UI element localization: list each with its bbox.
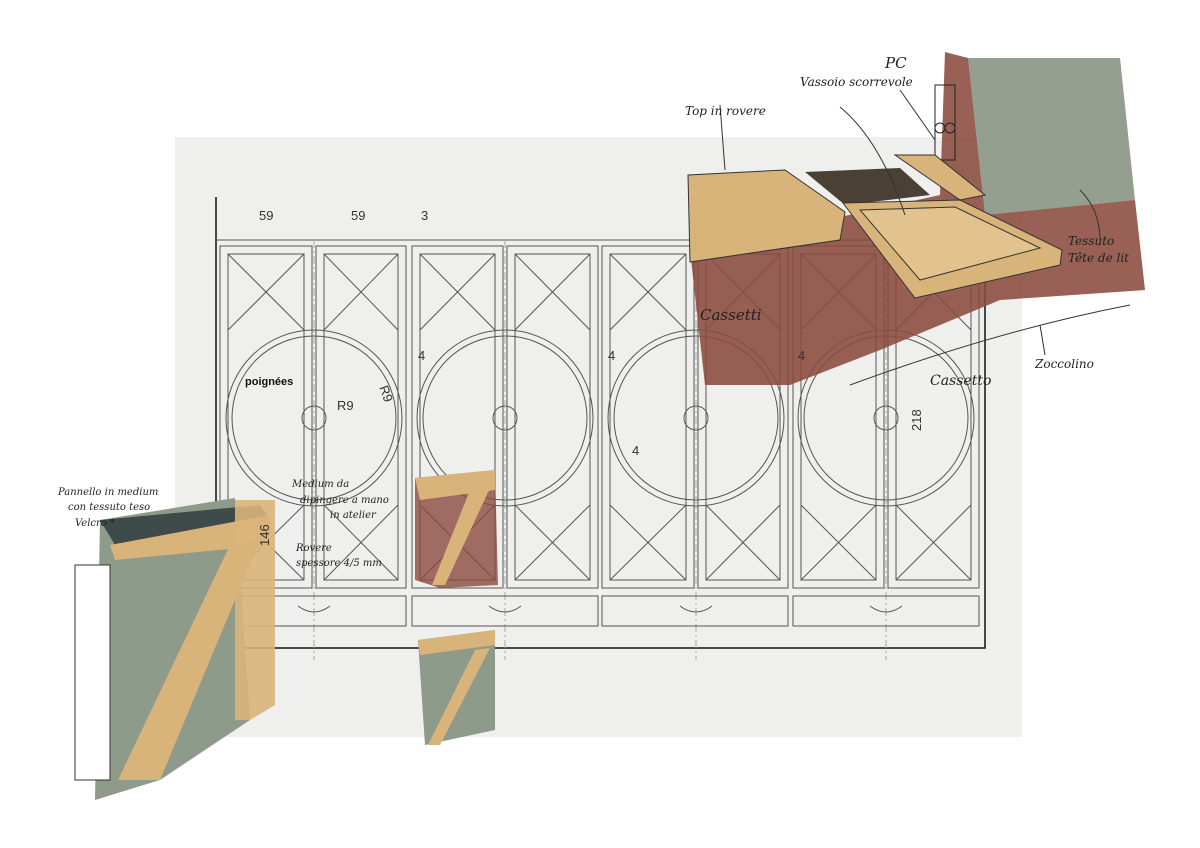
door-panel (323, 253, 399, 581)
oak-top (687, 169, 846, 263)
drawer-handle (869, 605, 903, 613)
oak-rail (893, 154, 987, 201)
plinth-sample-top (418, 630, 495, 655)
note-oak: Rovere (295, 543, 332, 554)
door (315, 245, 407, 589)
tray-bottom (858, 206, 1042, 281)
sample-diagonal (432, 488, 490, 585)
note-top: Top in rovere (685, 104, 766, 118)
dim-door-width: 59 (259, 208, 273, 223)
drawer (601, 595, 789, 627)
cabinet-outline (215, 197, 986, 649)
door-panel (514, 253, 591, 581)
door-brace (323, 504, 399, 581)
note-panel: Pannello in medium (57, 487, 158, 498)
note-fabric: Tête de lit (1068, 251, 1129, 265)
dim-height-total: 218 (909, 409, 924, 431)
drawer-handle (679, 605, 713, 613)
panel-detail-sketch (74, 470, 498, 800)
dim-spacing: 4 (608, 348, 615, 363)
dim-gap: 3 (421, 208, 428, 223)
note-fabric: Tessuto (1068, 234, 1114, 248)
note-drawer: Cassetto (930, 373, 991, 389)
door (411, 245, 504, 589)
note-drawers: Cassetti (700, 306, 762, 324)
panel-edge (100, 505, 270, 545)
note-panel: con tessuto teso (68, 502, 150, 513)
note-medium: dipingere a mano (300, 495, 389, 506)
note-panel: Velcro * (75, 518, 115, 529)
label-handles: poignées (245, 376, 293, 388)
door-brace (514, 504, 591, 581)
drawer-handle (297, 605, 331, 613)
dim-spacing: 4 (418, 348, 425, 363)
socket-icon (944, 122, 956, 134)
fabric-panel (95, 498, 250, 800)
door-brace (419, 253, 496, 331)
note-oak: spessore 4/5 mm (296, 558, 382, 569)
dim-height-door: 146 (257, 524, 272, 546)
tray-cavity (805, 168, 930, 205)
dim-door-width: 59 (351, 208, 365, 223)
note-tray: Vassoio scorrevole (800, 75, 913, 89)
drawer (792, 595, 980, 627)
headboard-fabric (968, 58, 1135, 215)
door-brace (323, 253, 399, 331)
note-medium: Medium da (291, 479, 349, 490)
pc-socket (934, 84, 956, 161)
door-brace (227, 253, 305, 331)
note-plinth: Zoccolino (1034, 357, 1094, 371)
door (601, 245, 695, 589)
door-circle (607, 329, 785, 507)
door-brace (609, 253, 687, 331)
dim-radius: R9 (376, 383, 396, 404)
dim-radius: R9 (337, 398, 354, 413)
door-brace (514, 253, 591, 331)
door-brace (705, 504, 781, 581)
oak-diagonal (118, 540, 260, 780)
dim-diagonal: 4 (632, 443, 639, 458)
door-brace (800, 504, 877, 581)
door-panel (609, 253, 687, 581)
door (506, 245, 599, 589)
note-medium: in atelier (330, 510, 377, 521)
section-hatch (74, 564, 111, 781)
door-brace (609, 504, 687, 581)
drawer-handle (488, 605, 522, 613)
door-circle (416, 329, 594, 507)
drawer (411, 595, 599, 627)
dim-spacing: 4 (798, 348, 805, 363)
note-pc: PC (884, 54, 907, 72)
door-circle (225, 329, 403, 507)
plinth-sample-diagonal (428, 648, 490, 745)
desk-sketch (687, 52, 1145, 386)
door-brace (895, 504, 972, 581)
